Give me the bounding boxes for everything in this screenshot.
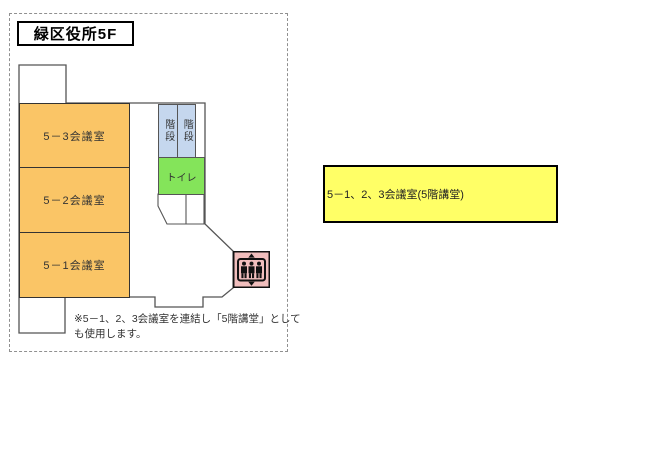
room-label: 5－3会議室 (43, 130, 106, 143)
note: ※5－1、2、3会議室を連結し「5階講堂」として も使用します。 (74, 312, 301, 342)
stairs-label: 階段 (162, 119, 174, 143)
stairs-block: 階段 階段 (158, 104, 196, 158)
note-line-2: も使用します。 (74, 328, 147, 341)
legend-label: 5－1、2、3会議室(5階講堂) (327, 189, 464, 201)
room-5-2: 5－2会議室 (19, 167, 130, 233)
note-line-1: ※5－1、2、3会議室を連結し「5階講堂」として (74, 313, 301, 325)
title-box: 緑区役所5F (17, 21, 134, 46)
legend-box: 5－1、2、3会議室(5階講堂) (323, 165, 558, 223)
room-5-1: 5－1会議室 (19, 232, 130, 298)
room-label: 5－2会議室 (43, 195, 106, 207)
room-5-3: 5－3会議室 (19, 103, 130, 168)
dashed-frame (9, 13, 288, 352)
page-title: 緑区役所5F (33, 26, 118, 43)
elevator-icon (233, 251, 270, 288)
toilet-label: トイレ (166, 172, 197, 184)
stairs-label: 階段 (181, 119, 193, 143)
stairs-right: 階段 (176, 105, 196, 157)
stairs-left: 階段 (159, 105, 177, 157)
room-label: 5－1会議室 (43, 260, 106, 272)
service-area-below-toilet (157, 193, 205, 225)
toilet-room: トイレ (158, 157, 205, 195)
